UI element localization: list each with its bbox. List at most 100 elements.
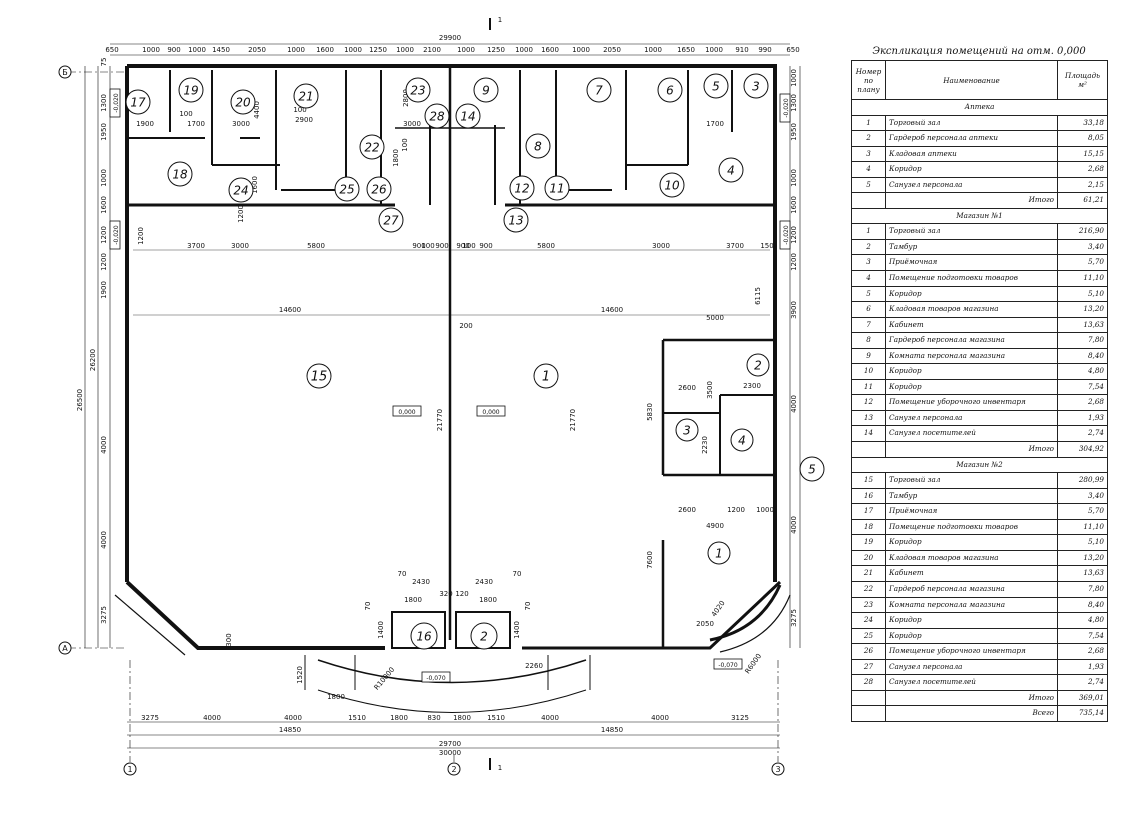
right-dimension: 1000 [790, 169, 798, 187]
inner-dimension: 3700 [726, 242, 744, 250]
level-value: -0,020 [783, 98, 790, 118]
room-number: 3 [752, 79, 760, 93]
inner-dimension: 3000 [652, 242, 670, 250]
room-name-cell: Тамбур [885, 487, 1058, 505]
room-name-cell: Коридор [885, 285, 1058, 303]
left-dimension: 1900 [100, 281, 108, 299]
room-area-cell: 5,70 [1057, 503, 1108, 520]
pharmacy-dimension: 7600 [646, 551, 654, 569]
room-name-cell: Кабинет [885, 316, 1058, 334]
room-area-cell: 2,68 [1057, 643, 1108, 660]
section-row: Магазин №2 [851, 456, 1108, 474]
bottom-overall-dimension: 30000 [439, 749, 461, 757]
room-number-cell: 11 [851, 378, 886, 396]
right-dimension: 1200 [790, 226, 798, 244]
room-number-cell: 26 [851, 643, 886, 660]
room-number-marker-4: 4 [718, 157, 744, 183]
room-number: 10 [664, 178, 680, 192]
room-number: 1 [715, 546, 723, 560]
vestibule-dimension: 320 [439, 590, 452, 598]
wall-dimension: 2800 [402, 89, 410, 107]
room-number-cell: 15 [851, 472, 886, 489]
inner-dimension: 5800 [537, 242, 555, 250]
room-number-marker-1: 1 [533, 363, 559, 389]
axis-label: 2 [451, 765, 456, 774]
room-number: 18 [172, 167, 188, 181]
room-area-cell: 4,80 [1057, 363, 1108, 380]
room-name-cell: Кабинет [885, 565, 1058, 582]
room-number: 25 [339, 182, 354, 196]
left-dimension: 1950 [100, 123, 108, 141]
room-number: 23 [410, 83, 425, 97]
room-name-cell: Коридор [885, 363, 1058, 380]
schedule-title: Экспликация помещений на отм. 0,000 [872, 46, 1086, 57]
axis-label: A [62, 644, 68, 653]
top-dimension: 1600 [541, 46, 559, 54]
room-number-marker-16: 16 [410, 622, 438, 650]
front-dimension: 1800 [327, 693, 345, 701]
room-number-cell: 4 [851, 270, 886, 287]
schedule-header-row: Номер по плану Наименование Площадь м² [851, 60, 1108, 100]
hall-dimension: 21770 [436, 409, 444, 431]
room-number: 21 [298, 89, 313, 103]
level-mark-pharmacy: -0,070 [713, 658, 743, 670]
level-mark-entry: -0,070 [421, 671, 451, 683]
top-dimension: 1000 [572, 46, 590, 54]
room-area-cell: 2,74 [1057, 674, 1108, 691]
room-number: 16 [416, 629, 432, 643]
level-mark-hall-1: 0,000 [476, 405, 506, 417]
room-number: 3 [683, 423, 691, 437]
wall-dimension: 1600 [251, 176, 259, 194]
hall-dimension: 14600 [601, 306, 623, 314]
wall-dimension: 100 [179, 110, 192, 118]
wall-dimension: 1900 [136, 120, 154, 128]
bottom-dimension: 1510 [348, 714, 366, 722]
room-number-cell: 14 [851, 425, 886, 443]
room-schedule: Экспликация помещений на отм. 0,000 Номе… [851, 44, 1108, 722]
room-name-cell: Комната персонала магазина [885, 596, 1058, 614]
vestibule-dimension: 1400 [513, 621, 521, 639]
total-label: Итого [885, 192, 1058, 209]
room-name-cell: Санузел персонала [885, 409, 1058, 427]
room-number: 28 [429, 109, 445, 123]
left-dimension: 4000 [100, 436, 108, 454]
room-name-cell: Коридор [885, 627, 1058, 645]
schedule-table: Номер по плану Наименование Площадь м² А… [851, 60, 1108, 722]
room-number-marker-12: 12 [509, 175, 535, 201]
level-value: -0,070 [718, 662, 738, 669]
left-dimension: 1200 [100, 253, 108, 271]
room-number-cell: 25 [851, 627, 886, 645]
total-value: 61,21 [1057, 192, 1108, 209]
top-dimension: 650 [786, 46, 799, 54]
grand-total-label: Всего [885, 705, 1058, 722]
room-number-marker-28: 28 [424, 103, 450, 129]
room-number-cell: 1 [851, 114, 886, 132]
section-name: Аптека [851, 99, 1108, 116]
room-number: 13 [508, 213, 523, 227]
room-number: 5 [712, 79, 720, 93]
room-area-cell: 1,93 [1057, 409, 1108, 427]
inner-dimension: 900 [435, 242, 448, 250]
inner-dimension: 900 [479, 242, 492, 250]
plan-lines [68, 18, 801, 770]
inner-dimension: 900 [412, 242, 425, 250]
room-name-cell: Кладовая товаров магазина [885, 301, 1058, 318]
axis-2-marker: 2 [447, 762, 461, 776]
room-number: 19 [183, 83, 198, 97]
empty-cell [851, 705, 886, 722]
room-number: 11 [549, 181, 564, 195]
room-number-marker-22: 22 [359, 134, 385, 160]
section-name: Магазин №2 [851, 456, 1108, 474]
top-dimension: 1000 [396, 46, 414, 54]
room-number-marker-15: 15 [306, 363, 332, 389]
room-name-cell: Гардероб персонала магазина [885, 580, 1058, 598]
